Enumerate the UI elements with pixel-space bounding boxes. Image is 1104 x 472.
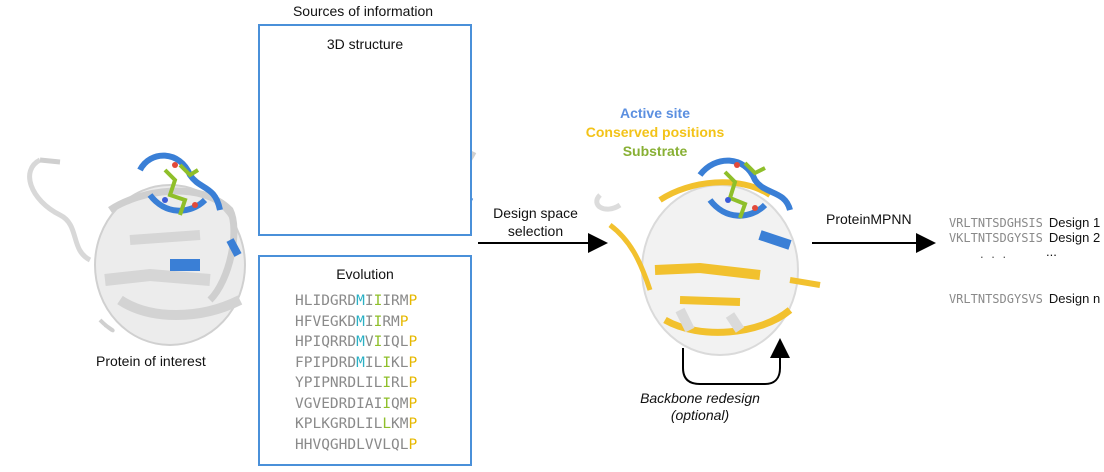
alignment-residues: P: [408, 293, 418, 309]
legend-active-site: Active site: [619, 105, 691, 121]
alignment-residues: I: [382, 375, 392, 391]
design-space-label-line1: Design space: [493, 205, 578, 221]
legend-substrate: Substrate: [622, 143, 688, 159]
alignment-residues: M: [356, 354, 365, 371]
ellipsis-sequences: . . .: [980, 246, 1009, 261]
protein-label: Protein of interest: [96, 353, 206, 369]
alignment-row: YPIPNRDLILIRLP: [295, 373, 417, 394]
alignment-row: HHVQGHDLVVLQLP: [295, 435, 417, 456]
design-name: Design 1: [1048, 215, 1101, 230]
alignment-residues: IRM: [382, 293, 409, 309]
alignment-residues: KPLKGRDLIL: [295, 416, 383, 432]
alignment-residues: KM: [391, 416, 409, 432]
design-sequence: VRLTNTSDGHSIS: [948, 216, 1043, 230]
protein-of-interest-cartoon: [27, 152, 246, 346]
sources-title: Sources of information: [292, 3, 434, 19]
alignment-residues: HFVEGKD: [295, 313, 357, 330]
alignment-residues: M: [356, 293, 365, 309]
alignment-residues: FPIPDRD: [295, 354, 357, 371]
alignment-row: KPLKGRDLILLKMP: [295, 414, 417, 435]
alignment-residues: I: [373, 313, 383, 330]
design-sequence: VKLTNTSDGYSIS: [948, 231, 1043, 245]
alignment-residues: RM: [382, 313, 400, 330]
alignment-row: HLIDGRDMIIIRMP: [295, 291, 417, 312]
alignment-residues: I: [373, 293, 383, 309]
alignment-residues: P: [399, 313, 409, 330]
alignment-residues: IQL: [382, 334, 409, 350]
alignment-residues: QM: [391, 395, 409, 412]
alignment-residues: HLIDGRD: [295, 293, 357, 309]
alignment-row: FPIPDRDMILIKLP: [295, 353, 417, 374]
backbone-redesign-arrow: [682, 338, 790, 385]
design-row: VRLTNTSDGYSVS Design n: [942, 277, 1100, 306]
design-row: VRLTNTSDGHSIS Design 1: [942, 201, 1100, 230]
alignment-residues: I: [373, 334, 383, 350]
structure-box: 3D structure: [258, 24, 472, 236]
alignment-residues: YPIPNRDLIL: [295, 375, 383, 391]
alignment-residues: P: [408, 395, 418, 412]
alignment-row: VGVEDRDIAIIQMP: [295, 394, 417, 415]
design-name: Design n: [1048, 291, 1101, 306]
backbone-label: Backbone redesign (optional): [640, 390, 760, 424]
alignment-residues: M: [356, 313, 365, 330]
alignment-row: HPIQRRDMVIIQLP: [295, 332, 417, 353]
alignment-residues: L: [382, 416, 392, 432]
alignment-residues: I: [364, 293, 374, 309]
design-space-label-line2: selection: [507, 223, 564, 239]
legend: Active site Conserved positions Substrat…: [575, 104, 735, 161]
alignment-residues: P: [408, 436, 418, 453]
alignment-row: HFVEGKDMIIRMP: [295, 312, 417, 333]
ellipsis-designs: ...: [1046, 244, 1057, 259]
design-name: Design 2: [1048, 230, 1101, 245]
alignment-residues: HHVQGHDLVVLQL: [295, 436, 409, 453]
alignment-residues: HPIQRRD: [295, 334, 357, 350]
alignment-residues: I: [382, 354, 392, 371]
alignment-residues: IL: [364, 354, 383, 371]
structure-label: 3D structure: [326, 36, 404, 52]
alignment-residues: P: [408, 375, 418, 391]
alignment-residues: P: [408, 334, 418, 350]
alignment-residues: VGVEDRDIAI: [295, 395, 383, 412]
method-label: ProteinMPNN: [826, 211, 912, 227]
backbone-label-line1: Backbone redesign: [640, 390, 760, 406]
alignment-residues: KL: [391, 354, 409, 371]
backbone-label-line2: (optional): [670, 407, 730, 423]
alignment-residues: RL: [391, 375, 409, 391]
alignment-residues: P: [408, 416, 418, 432]
design-space-label: Design space selection: [478, 204, 593, 240]
alignment-residues: I: [364, 313, 374, 330]
alignment-residues: I: [382, 395, 392, 412]
design-row: VKLTNTSDGYSIS Design 2: [942, 216, 1100, 245]
alignment-residues: V: [364, 334, 374, 350]
alignment-residues: P: [408, 354, 418, 371]
designed-protein-cartoon: [594, 157, 821, 356]
evolution-label: Evolution: [336, 266, 394, 282]
design-sequence: VRLTNTSDGYSVS: [948, 292, 1043, 306]
legend-conserved: Conserved positions: [585, 124, 725, 140]
alignment-residues: M: [356, 334, 365, 350]
